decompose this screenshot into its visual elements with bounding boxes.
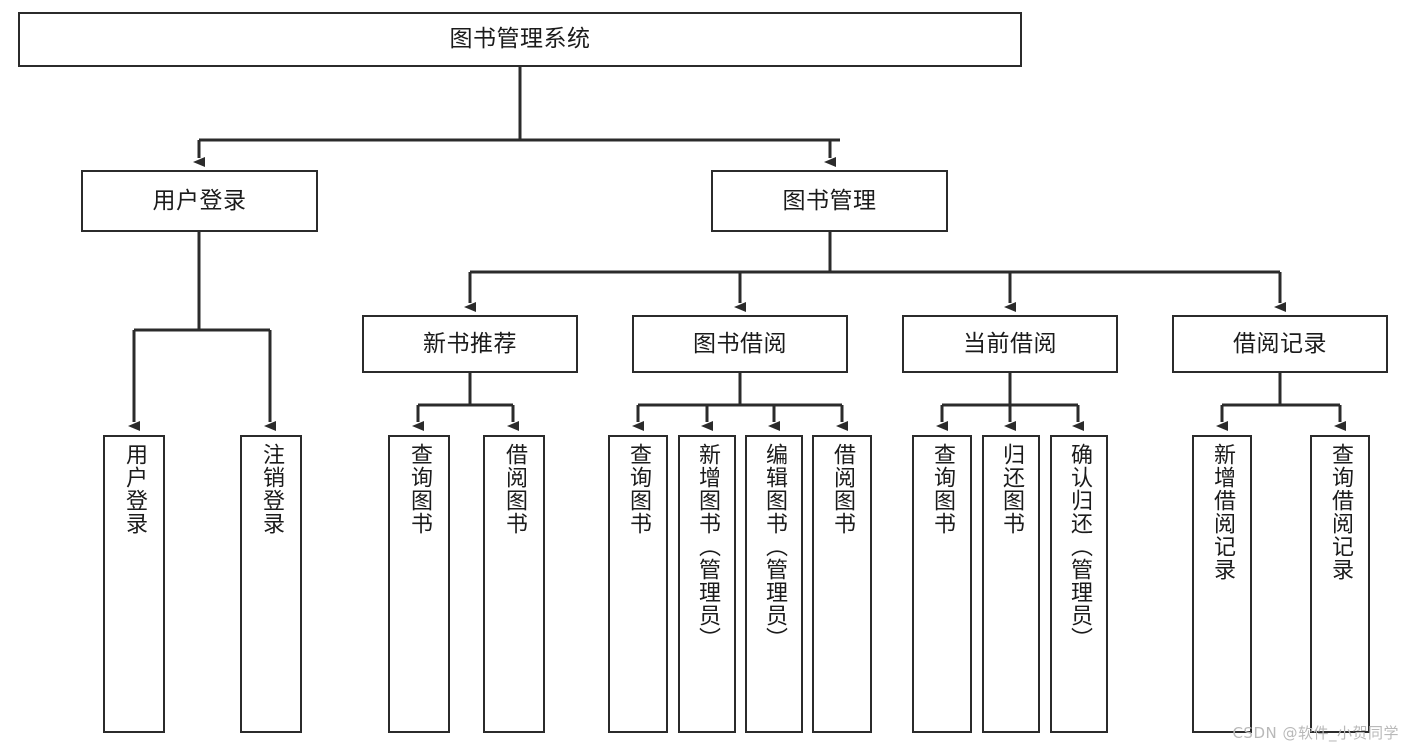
node-label: 借阅图书 — [829, 443, 855, 535]
node-label: 用户登录 — [121, 443, 147, 535]
node-book-management[interactable]: 图书管理 — [711, 170, 948, 232]
leaf-query-book-recommend[interactable]: 查询图书 — [388, 435, 450, 733]
leaf-confirm-return-admin[interactable]: 确认归还（管理员） — [1050, 435, 1108, 733]
node-label: 用户登录 — [152, 187, 247, 214]
node-user-login[interactable]: 用户登录 — [81, 170, 318, 232]
node-label: 新增图书（管理员） — [694, 443, 720, 650]
node-root-book-management-system[interactable]: 图书管理系统 — [18, 12, 1022, 67]
leaf-return-book[interactable]: 归还图书 — [982, 435, 1040, 733]
leaf-add-borrow-record[interactable]: 新增借阅记录 — [1192, 435, 1252, 733]
node-new-book-recommend[interactable]: 新书推荐 — [362, 315, 578, 373]
node-label: 归还图书 — [998, 443, 1024, 535]
node-label: 当前借阅 — [963, 330, 1057, 357]
node-label: 确认归还（管理员） — [1066, 443, 1092, 650]
leaf-user-login[interactable]: 用户登录 — [103, 435, 165, 733]
node-book-borrow[interactable]: 图书借阅 — [632, 315, 848, 373]
csdn-watermark: CSDN @软件_小贺同学 — [1232, 724, 1399, 742]
node-label: 查询图书 — [406, 443, 432, 535]
node-label: 图书管理 — [782, 187, 877, 214]
leaf-add-book-admin[interactable]: 新增图书（管理员） — [678, 435, 736, 733]
node-borrow-record[interactable]: 借阅记录 — [1172, 315, 1388, 373]
node-label: 查询图书 — [625, 443, 651, 535]
node-label: 编辑图书（管理员） — [761, 443, 787, 650]
leaf-edit-book-admin[interactable]: 编辑图书（管理员） — [745, 435, 803, 733]
leaf-borrow-book-recommend[interactable]: 借阅图书 — [483, 435, 545, 733]
leaf-logout-login[interactable]: 注销登录 — [240, 435, 302, 733]
node-label: 借阅记录 — [1233, 330, 1327, 357]
node-label: 新增借阅记录 — [1209, 443, 1235, 581]
leaf-query-borrow-record[interactable]: 查询借阅记录 — [1310, 435, 1370, 733]
node-label: 新书推荐 — [423, 330, 517, 357]
node-label: 图书管理系统 — [449, 26, 591, 53]
node-label: 借阅图书 — [501, 443, 527, 535]
leaf-query-book-current[interactable]: 查询图书 — [912, 435, 972, 733]
node-current-borrow[interactable]: 当前借阅 — [902, 315, 1118, 373]
leaf-query-book-borrow[interactable]: 查询图书 — [608, 435, 668, 733]
node-label: 注销登录 — [258, 443, 284, 535]
node-label: 图书借阅 — [693, 330, 787, 357]
leaf-borrow-book[interactable]: 借阅图书 — [812, 435, 872, 733]
node-label: 查询图书 — [929, 443, 955, 535]
node-label: 查询借阅记录 — [1327, 443, 1353, 581]
